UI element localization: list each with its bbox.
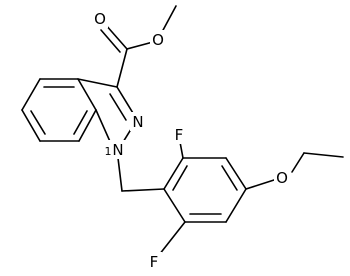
bond (100, 29, 121, 53)
bond (21, 78, 41, 111)
bond-inner (109, 93, 127, 121)
bond-inner (30, 110, 46, 135)
bond (117, 157, 123, 192)
bond (225, 157, 247, 190)
bond (126, 41, 154, 50)
bond (121, 188, 165, 192)
atom-locant-1: 1 (105, 145, 112, 158)
atom-label-fluorine-top: F (175, 126, 184, 144)
atom-label-nitrogen-2: N (132, 113, 143, 131)
atom-label-carbonyl-oxygen: O (94, 10, 106, 28)
atom-label-nitrogen-1: N (112, 141, 123, 159)
bond (163, 188, 186, 223)
bond (225, 188, 247, 223)
bond (77, 78, 97, 111)
bond (245, 179, 275, 190)
bond-inner (73, 110, 88, 135)
bond (104, 23, 128, 50)
bond (179, 141, 184, 159)
atom-label-fluorine-bottom: F (150, 253, 159, 271)
bond (161, 5, 177, 33)
atom-label-layer: O O N 1 N F F O (92, 9, 290, 271)
bond (21, 109, 41, 142)
bond (163, 157, 184, 190)
bond (77, 78, 118, 88)
bond (78, 109, 97, 142)
bond-inner (221, 165, 238, 191)
atom-label-ester-oxygen: O (152, 31, 164, 49)
bond-inner (172, 165, 188, 191)
bond (158, 221, 186, 256)
atom-label-ether-oxygen: O (276, 169, 288, 187)
bond (303, 152, 344, 158)
bond (116, 48, 128, 88)
bond (291, 152, 305, 173)
